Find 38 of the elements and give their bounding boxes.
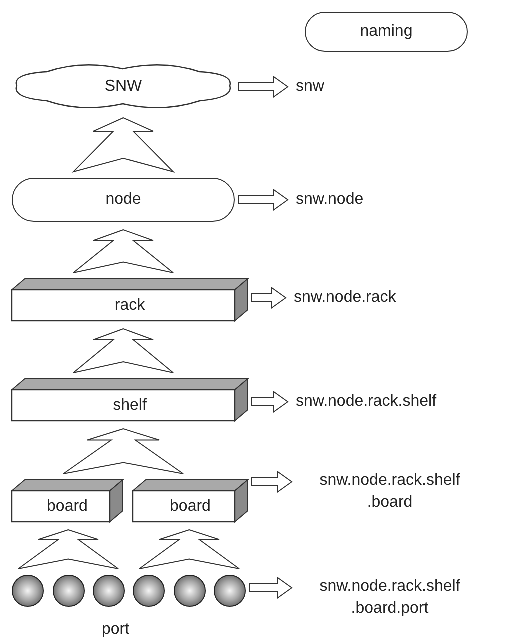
hollow-arrow bbox=[252, 391, 289, 413]
node-label: shelf bbox=[113, 396, 147, 416]
hollow-chevron-arrow bbox=[139, 529, 240, 570]
naming-text: snw.node bbox=[296, 188, 364, 212]
hollow-arrow bbox=[250, 577, 293, 599]
naming-text: snw bbox=[296, 75, 324, 99]
node-label: board bbox=[47, 496, 88, 516]
rack-box bbox=[12, 480, 123, 522]
naming-text: snw.node.rack.shelf bbox=[296, 390, 437, 414]
hollow-arrow bbox=[238, 189, 289, 211]
port-ball bbox=[53, 575, 85, 607]
rack-box bbox=[12, 279, 248, 321]
hollow-arrow bbox=[252, 287, 287, 309]
hollow-chevron-arrow bbox=[73, 328, 174, 374]
node-label: SNW bbox=[104, 76, 142, 96]
node-label: board bbox=[170, 496, 211, 516]
naming-text: snw.node.rack.shelf .board.port bbox=[300, 576, 480, 620]
node-label: naming bbox=[360, 22, 413, 42]
naming-text: snw.node.rack bbox=[294, 286, 396, 310]
part-label: port bbox=[102, 620, 130, 640]
rack-box bbox=[133, 480, 248, 522]
rounded-box bbox=[305, 12, 468, 52]
hollow-chevron-arrow bbox=[73, 229, 174, 274]
hollow-arrow bbox=[252, 471, 293, 493]
naming-text: snw.node.rack.shelf .board bbox=[300, 470, 480, 514]
port-ball bbox=[214, 575, 246, 607]
node-label: rack bbox=[114, 296, 146, 316]
port-ball bbox=[174, 575, 206, 607]
hollow-chevron-arrow bbox=[72, 117, 176, 173]
hollow-chevron-arrow bbox=[63, 428, 184, 474]
hollow-chevron-arrow bbox=[18, 529, 119, 570]
rounded-box bbox=[12, 178, 235, 222]
node-label: node bbox=[106, 190, 142, 210]
hollow-arrow bbox=[238, 76, 289, 98]
port-ball bbox=[12, 575, 44, 607]
rack-box bbox=[12, 379, 248, 421]
port-ball bbox=[93, 575, 125, 607]
port-ball bbox=[133, 575, 165, 607]
